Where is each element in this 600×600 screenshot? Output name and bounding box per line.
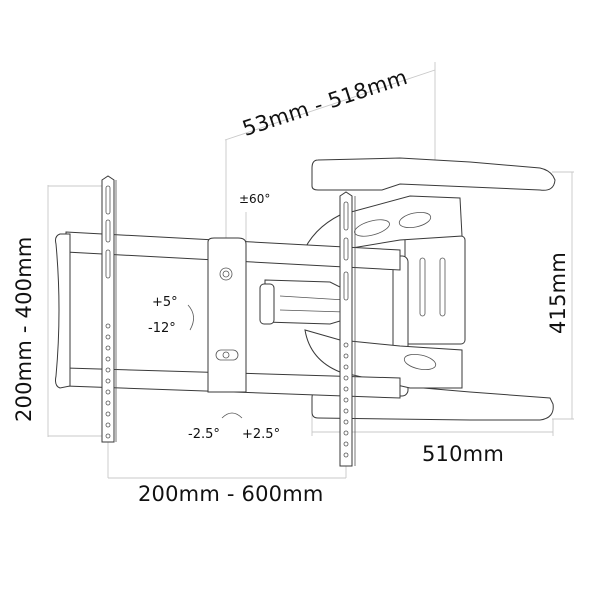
vesa-vertical-dimension-label: 200mm - 400mm: [12, 236, 36, 422]
rotation-left-label: -2.5°: [188, 427, 220, 442]
swivel-angle-label: ±60°: [239, 192, 271, 206]
vesa-horizontal-dimension-label: 200mm - 600mm: [138, 482, 324, 506]
vesa-strip-left: [101, 175, 117, 443]
vesa-strip-right: [339, 191, 356, 467]
tilt-down-label: -12°: [148, 321, 176, 336]
rotation-arrow-icon: [221, 412, 243, 419]
wall-plate-height-label: 415mm: [546, 252, 570, 334]
center-bracket: [207, 237, 247, 393]
wall-plate: [311, 157, 556, 421]
tilt-up-label: +5°: [152, 295, 178, 310]
tilt-arrow-icon: [187, 304, 194, 331]
rotation-right-label: +2.5°: [242, 427, 281, 442]
dimension-lines: [47, 62, 574, 479]
wall-plate-width-label: 510mm: [422, 442, 504, 466]
